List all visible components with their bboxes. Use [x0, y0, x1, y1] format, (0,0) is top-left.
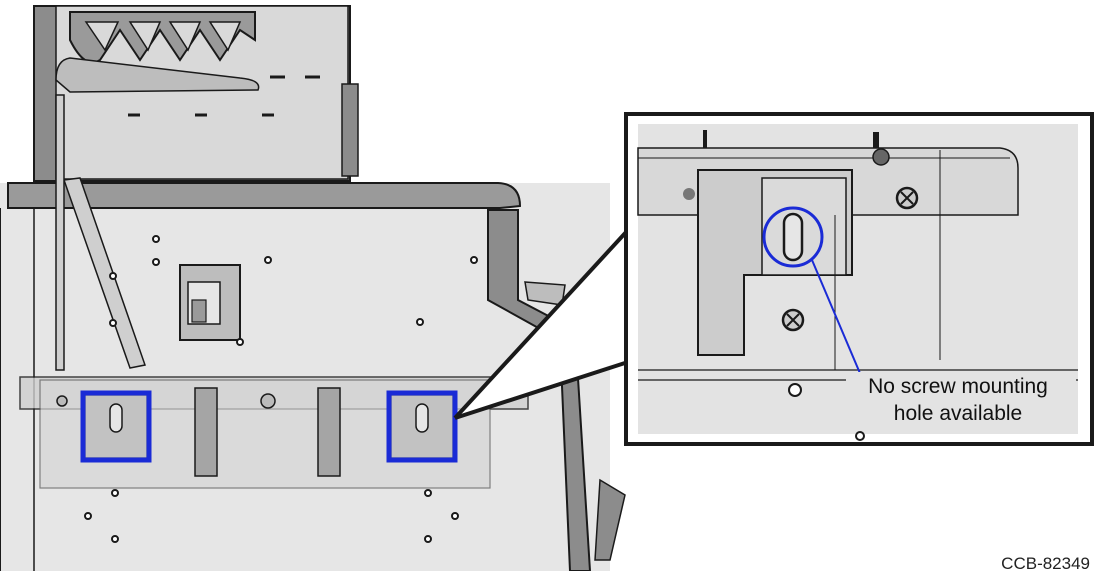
left-bracket-highlight: [80, 390, 152, 463]
upper-panel: [33, 5, 359, 182]
zoom-inset: No screw mounting hole available: [624, 112, 1094, 446]
right-bracket-highlight: [386, 390, 458, 463]
reference-code: CCB-82349: [1001, 554, 1090, 571]
callout-line-1: No screw mounting: [868, 375, 1048, 398]
zoom-connector: [453, 228, 630, 420]
callout-leader: [811, 259, 863, 379]
left-mounting-bracket: [84, 394, 148, 459]
right-mounting-bracket: [390, 394, 454, 459]
slot-highlight-circle: [762, 206, 824, 268]
callout-line-2: hole available: [894, 402, 1022, 425]
